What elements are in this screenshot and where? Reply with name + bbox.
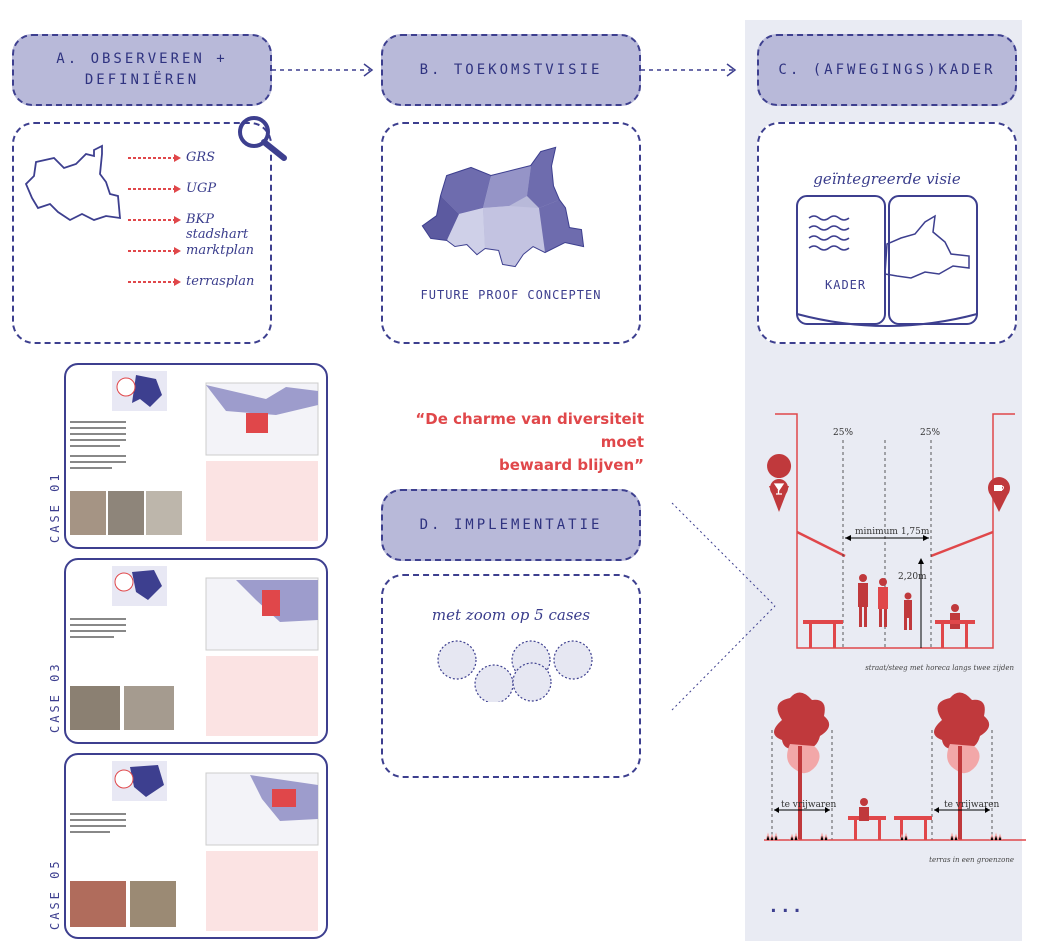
source-arrows xyxy=(128,154,181,286)
source-bkp: BKP stadshart xyxy=(186,212,249,242)
green-section xyxy=(764,692,1026,842)
awning-right xyxy=(930,530,994,558)
street-section xyxy=(767,413,1015,649)
case-01-sheet xyxy=(70,371,319,541)
zoom-lines xyxy=(671,502,776,711)
header-a-line2: DEFINIËREN xyxy=(84,72,200,88)
quote-line2: bewaard blijven” xyxy=(498,456,644,474)
header-d: D. IMPLEMENTATIE xyxy=(381,489,641,561)
source-marktplan: marktplan xyxy=(186,243,254,258)
case-circles xyxy=(437,640,593,702)
integrated-vision-title: geïntegreerde visie xyxy=(813,170,961,188)
min-width-label: minimum 1,75m xyxy=(855,527,930,537)
quote-line1: “De charme van diversiteit moet xyxy=(415,410,644,451)
header-a: A. OBSERVEREN + DEFINIËREN xyxy=(12,34,272,106)
box-d: met zoom op 5 cases xyxy=(381,574,641,778)
tree-left xyxy=(774,692,830,840)
source-terrasplan: terrasplan xyxy=(186,274,255,289)
case-label-03: CASE 03 xyxy=(48,661,62,733)
street-walls xyxy=(775,413,1015,649)
case-03-sheet xyxy=(70,566,319,736)
case-card-05 xyxy=(64,753,328,939)
magnifier-icon xyxy=(238,116,287,161)
pct-right: 25% xyxy=(920,428,941,438)
city-outline-icon xyxy=(24,144,121,222)
source-grs: GRS xyxy=(186,150,216,165)
header-b-title: B. TOEKOMSTVISIE xyxy=(419,61,603,78)
header-c-title: C. (AFWEGINGS)KADER xyxy=(778,61,996,78)
coffee-pin-icon xyxy=(988,477,1010,512)
kader-label: KADER xyxy=(825,278,867,292)
header-a-line1: A. OBSERVEREN + xyxy=(56,51,228,67)
tree-right xyxy=(934,692,990,840)
height-label: 2,20m xyxy=(898,572,927,582)
more-ellipsis: ... xyxy=(768,896,804,917)
awning-left xyxy=(796,530,846,558)
case-label-01: CASE 01 xyxy=(48,471,62,543)
street-caption: straat/steeg met horeca langs twee zijde… xyxy=(865,664,1014,672)
quote: “De charme van diversiteit moet bewaard … xyxy=(370,408,644,477)
header-d-title: D. IMPLEMENTATIE xyxy=(419,516,603,533)
implementation-caption: met zoom op 5 cases xyxy=(431,606,591,624)
case-card-03 xyxy=(64,558,328,744)
case-05-sheet xyxy=(70,761,319,931)
free-right-label: te vrijwaren xyxy=(944,800,1000,810)
box-a: GRS UGP BKP stadshart marktplan terraspl… xyxy=(12,116,287,344)
free-left-label: te vrijwaren xyxy=(781,800,837,810)
green-caption: terras in een groenzone xyxy=(929,856,1014,864)
box-b: FUTURE PROOF CONCEPTEN xyxy=(381,122,641,344)
source-ugp: UGP xyxy=(186,181,217,196)
future-proof-caption: FUTURE PROOF CONCEPTEN xyxy=(420,288,602,302)
header-b: B. TOEKOMSTVISIE xyxy=(381,34,641,106)
box-c: geïntegreerde visie KADER xyxy=(757,122,1017,344)
concept-map xyxy=(421,146,585,268)
case-label-05: CASE 05 xyxy=(48,858,62,930)
header-c: C. (AFWEGINGS)KADER xyxy=(757,34,1017,106)
pct-left: 25% xyxy=(833,428,854,438)
wine-pin-icon xyxy=(767,454,792,512)
case-card-01 xyxy=(64,363,328,549)
book-icon xyxy=(796,195,978,327)
